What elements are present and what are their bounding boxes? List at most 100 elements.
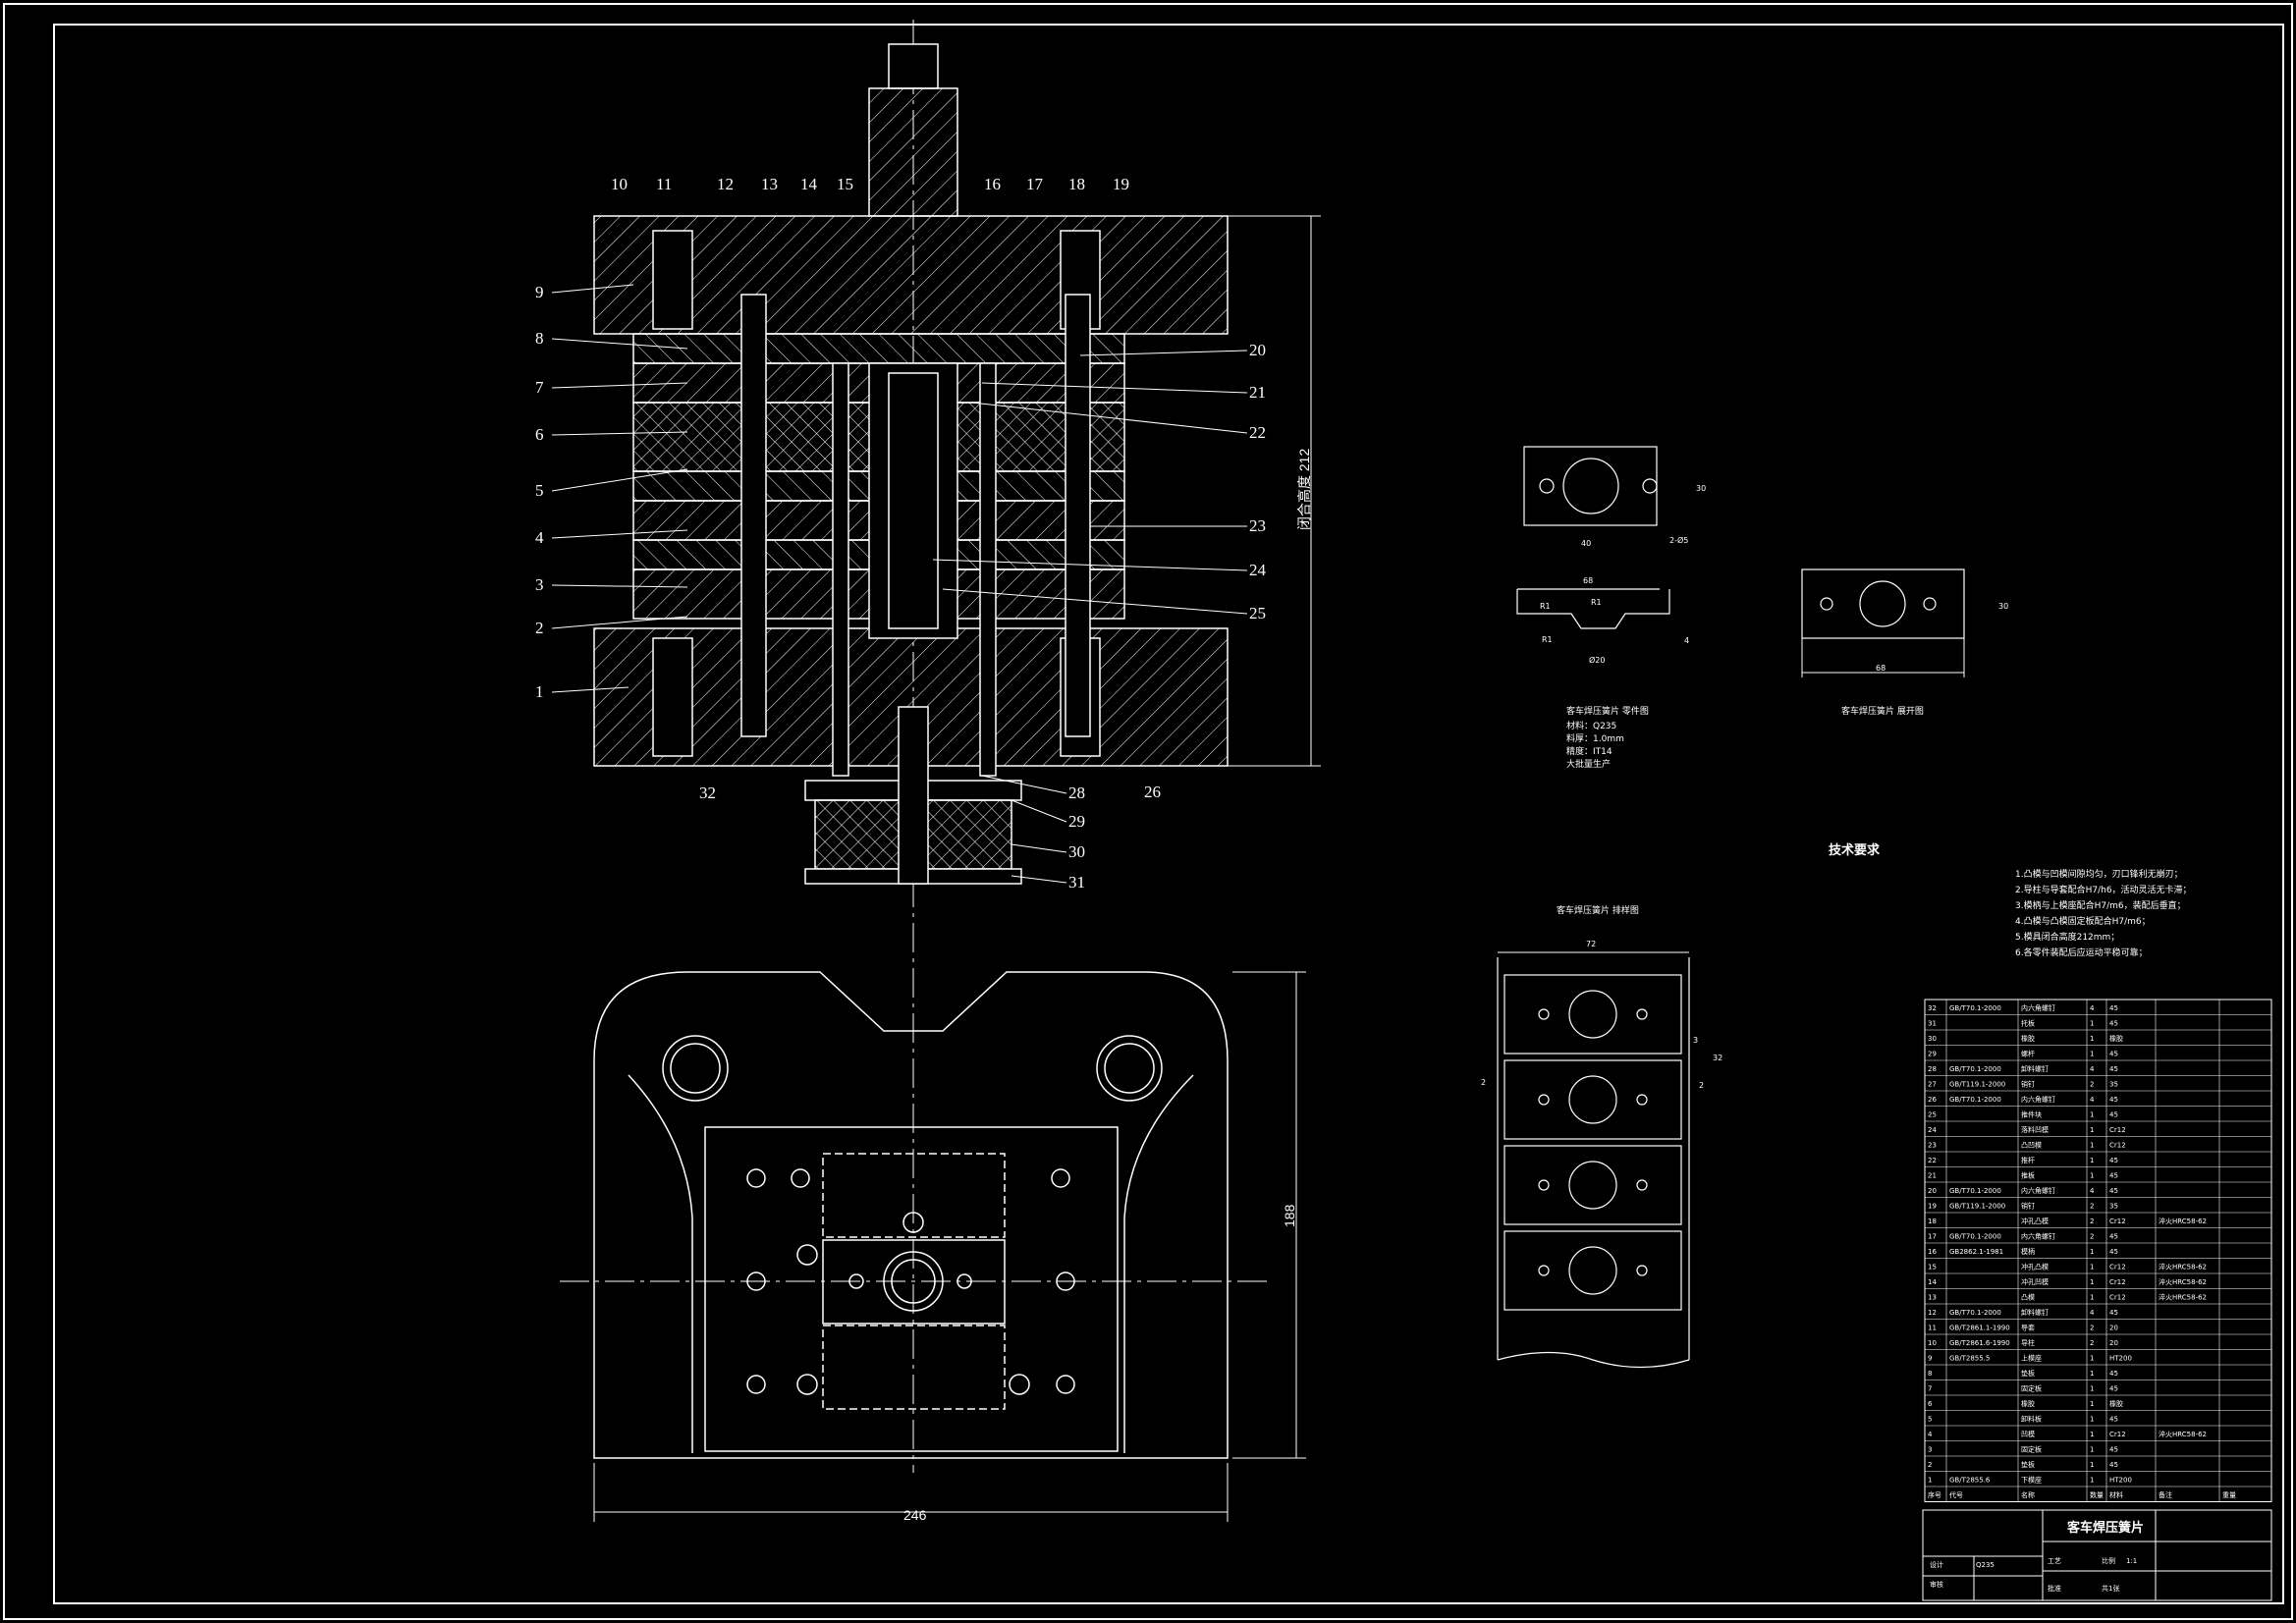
closed-height-label: 闭合高度 212 bbox=[1296, 449, 1312, 530]
callout-14: 14 bbox=[800, 175, 818, 193]
bom-cell: 29 bbox=[1928, 1051, 1937, 1058]
bom-cell: 45 bbox=[2109, 1111, 2118, 1119]
bom-cell: GB/T70.1-2000 bbox=[1949, 1065, 2001, 1073]
bom-cell: 28 bbox=[1928, 1065, 1937, 1073]
bom-cell: 4 bbox=[2090, 1096, 2095, 1104]
bom-cell: 推板 bbox=[2021, 1171, 2035, 1180]
layout-dim-gap1: 2 bbox=[1481, 1078, 1486, 1087]
bom-header-cell: 序号 bbox=[1928, 1490, 1941, 1499]
bom-cell: 2 bbox=[2090, 1217, 2094, 1225]
bom-cell: 1 bbox=[2090, 1035, 2094, 1043]
blank-caption: 客车焊压簧片 展开图 bbox=[1841, 705, 1924, 717]
tech-req-line: 3.模柄与上模座配合H7/m6，装配后垂直； bbox=[2015, 899, 2186, 911]
bom-cell: 螺杆 bbox=[2021, 1050, 2035, 1058]
callout-22: 22 bbox=[1249, 423, 1266, 442]
bom-cell: 冲孔凸模 bbox=[2021, 1217, 2049, 1225]
bom-cell: 上模座 bbox=[2021, 1354, 2042, 1363]
bom-cell: 20 bbox=[2109, 1325, 2118, 1332]
callout-6: 6 bbox=[535, 425, 544, 444]
bom-cell: 45 bbox=[2109, 1020, 2118, 1028]
tech-req-line: 4.凸模与凸模固定板配合H7/m6； bbox=[2015, 915, 2151, 927]
bom-cell: 垫板 bbox=[2021, 1369, 2035, 1378]
bom-cell: 35 bbox=[2109, 1081, 2118, 1089]
inner-border bbox=[53, 24, 2284, 1604]
bom-cell: 20 bbox=[1928, 1187, 1937, 1195]
blank-dim-width: 68 bbox=[1876, 664, 1886, 673]
bom-cell: 1 bbox=[2090, 1370, 2094, 1378]
bom-cell: 2 bbox=[2090, 1081, 2094, 1089]
part-dim-side-width: 68 bbox=[1583, 576, 1593, 585]
bom-cell: 8 bbox=[1928, 1370, 1932, 1378]
bom-cell: 45 bbox=[2109, 1416, 2118, 1424]
callout-23: 23 bbox=[1249, 516, 1266, 535]
bom-cell: 31 bbox=[1928, 1020, 1937, 1028]
title-block-cell: 工艺 bbox=[2048, 1557, 2061, 1565]
bom-cell: 11 bbox=[1928, 1325, 1937, 1332]
callout-11: 11 bbox=[656, 175, 672, 193]
bom-cell: Cr12 bbox=[2109, 1217, 2126, 1225]
bom-cell: Cr12 bbox=[2109, 1264, 2126, 1271]
tech-req-line: 6.各零件装配后应运动平稳可靠； bbox=[2015, 947, 2148, 958]
bom-cell: 淬火HRC58-62 bbox=[2159, 1263, 2207, 1271]
bom-cell: 9 bbox=[1928, 1355, 1932, 1363]
bom-cell: 橡胶 bbox=[2021, 1399, 2035, 1408]
part-view bbox=[1516, 446, 1965, 677]
bom-cell: 45 bbox=[2109, 1004, 2118, 1012]
bom-cell: 内六角螺钉 bbox=[2021, 1232, 2055, 1241]
bom-cell: 卸料螺钉 bbox=[2021, 1064, 2049, 1073]
bom-header-cell: 代号 bbox=[1949, 1490, 1963, 1499]
layout-dim-gap2: 3 bbox=[1693, 1036, 1698, 1045]
bom-cell: 4 bbox=[2090, 1309, 2095, 1317]
tech-req-line: 1.凸模与凹模间隙均匀，刃口锋利无崩刃； bbox=[2015, 868, 2183, 880]
part-note-4: 大批量生产 bbox=[1566, 758, 1611, 770]
bom-cell: 1 bbox=[2090, 1431, 2094, 1438]
part-caption: 客车焊压簧片 零件图 bbox=[1566, 705, 1649, 717]
bom-cell: 1 bbox=[2090, 1278, 2094, 1286]
bom-cell: 卸料螺钉 bbox=[2021, 1308, 2049, 1317]
bom-cell: 5 bbox=[1928, 1416, 1932, 1424]
bom-cell: 1 bbox=[2090, 1051, 2094, 1058]
bom-cell: 22 bbox=[1928, 1157, 1937, 1164]
bom-cell: Cr12 bbox=[2109, 1126, 2126, 1134]
bom-header-cell: 重量 bbox=[2222, 1491, 2236, 1499]
bom-cell: 15 bbox=[1928, 1264, 1937, 1271]
bom-cell: Cr12 bbox=[2109, 1431, 2126, 1438]
callouts-top: 10 11 12 13 14 15 16 17 18 19 bbox=[611, 175, 1129, 193]
bom-cell: 45 bbox=[2109, 1309, 2118, 1317]
bom-cell: 模柄 bbox=[2021, 1247, 2035, 1256]
bom-cell: 7 bbox=[1928, 1385, 1932, 1393]
part-note-2: 料厚：1.0mm bbox=[1566, 732, 1624, 744]
title-block bbox=[1922, 1509, 2272, 1601]
bom-cell: 6 bbox=[1928, 1400, 1933, 1408]
bom-cell: Cr12 bbox=[2109, 1142, 2126, 1150]
bom-cell: HT200 bbox=[2109, 1355, 2132, 1363]
part-dim-r1: R1 bbox=[1540, 602, 1551, 611]
bom-header-cell: 备注 bbox=[2159, 1490, 2172, 1499]
blank-dim-height: 30 bbox=[1998, 602, 2008, 611]
outer-border bbox=[3, 3, 2293, 1620]
title-block-cell: 批准 bbox=[2048, 1584, 2061, 1593]
bom-cell: 2 bbox=[2090, 1203, 2094, 1211]
bom-cell: 2 bbox=[2090, 1233, 2094, 1241]
callout-12: 12 bbox=[717, 175, 734, 193]
leader-lines bbox=[551, 284, 1248, 884]
tech-req-line: 2.导柱与导套配合H7/h6，活动灵活无卡滞； bbox=[2015, 884, 2192, 895]
bom-cell: 落料凹模 bbox=[2021, 1125, 2049, 1134]
tech-req-line: 5.模具闭合高度212mm； bbox=[2015, 931, 2119, 943]
bom-cell: 45 bbox=[2109, 1051, 2118, 1058]
part-dim-holes: 2-Ø5 bbox=[1669, 535, 1688, 545]
bom-cell: 冲孔凸模 bbox=[2021, 1263, 2049, 1271]
callout-31: 31 bbox=[1068, 873, 1085, 892]
bom-cell: 淬火HRC58-62 bbox=[2159, 1293, 2207, 1302]
bom-cell: 16 bbox=[1928, 1248, 1937, 1256]
bom-cell: 固定板 bbox=[2021, 1384, 2042, 1393]
bom-cell: 30 bbox=[1928, 1035, 1937, 1043]
callout-7: 7 bbox=[535, 378, 544, 397]
bom-cell: GB/T70.1-2000 bbox=[1949, 1233, 2001, 1241]
bom-cell: 45 bbox=[2109, 1187, 2118, 1195]
tech-req-lines: 1.凸模与凹模间隙均匀，刃口锋利无崩刃； 2.导柱与导套配合H7/h6，活动灵活… bbox=[2015, 868, 2192, 958]
callout-21: 21 bbox=[1249, 383, 1266, 402]
callout-32: 32 bbox=[699, 784, 716, 802]
part-dim-top-width: 40 bbox=[1581, 539, 1591, 548]
